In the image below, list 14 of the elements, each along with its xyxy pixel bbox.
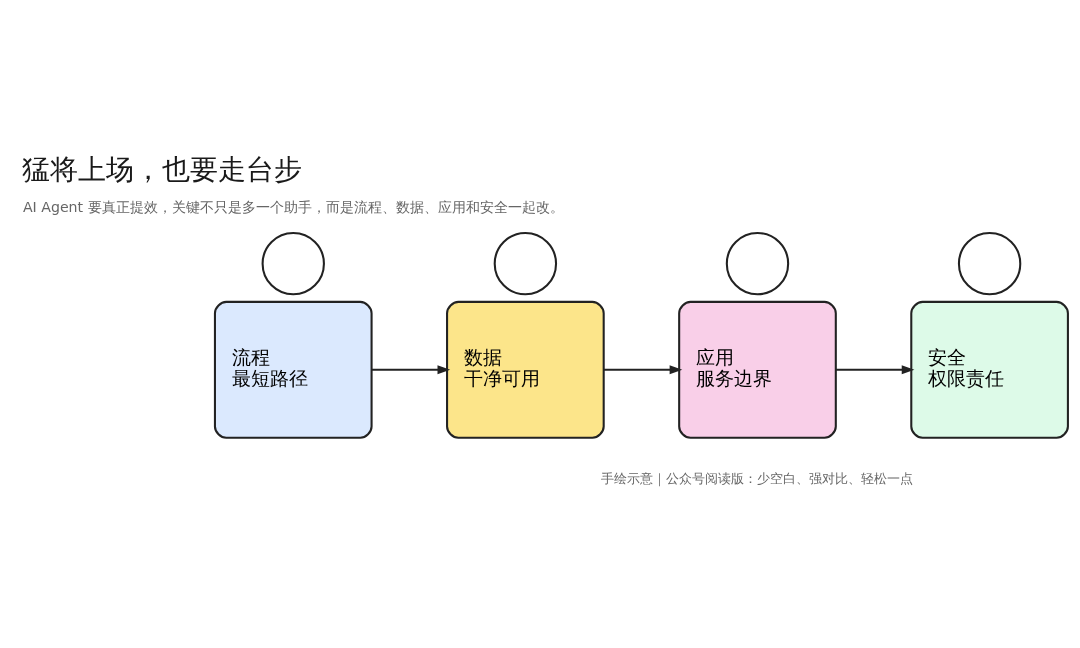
- node-circle: [261, 231, 325, 295]
- diagram-title: 猛将上场，也要走台步: [21, 152, 302, 186]
- node-box: 流程 最短路径: [213, 300, 373, 439]
- node-box: 应用 服务边界: [678, 300, 837, 439]
- node-box: 安全 权限责任: [910, 300, 1069, 439]
- label: AI Agent 要真正提效，关键不只是多一个助手，而是流程、数据、应用和安全一起改。: [22, 198, 564, 215]
- label: 手绘示意｜公众号阅读版：少空白、强对比、轻松一点: [601, 470, 914, 486]
- node-circle: [957, 231, 1022, 295]
- node-circle: [725, 231, 790, 295]
- arrow: [835, 364, 915, 374]
- node-box: 数据 干净可用: [446, 300, 605, 439]
- arrow: [371, 364, 451, 374]
- node-circle: [493, 231, 558, 295]
- arrow: [603, 364, 683, 374]
